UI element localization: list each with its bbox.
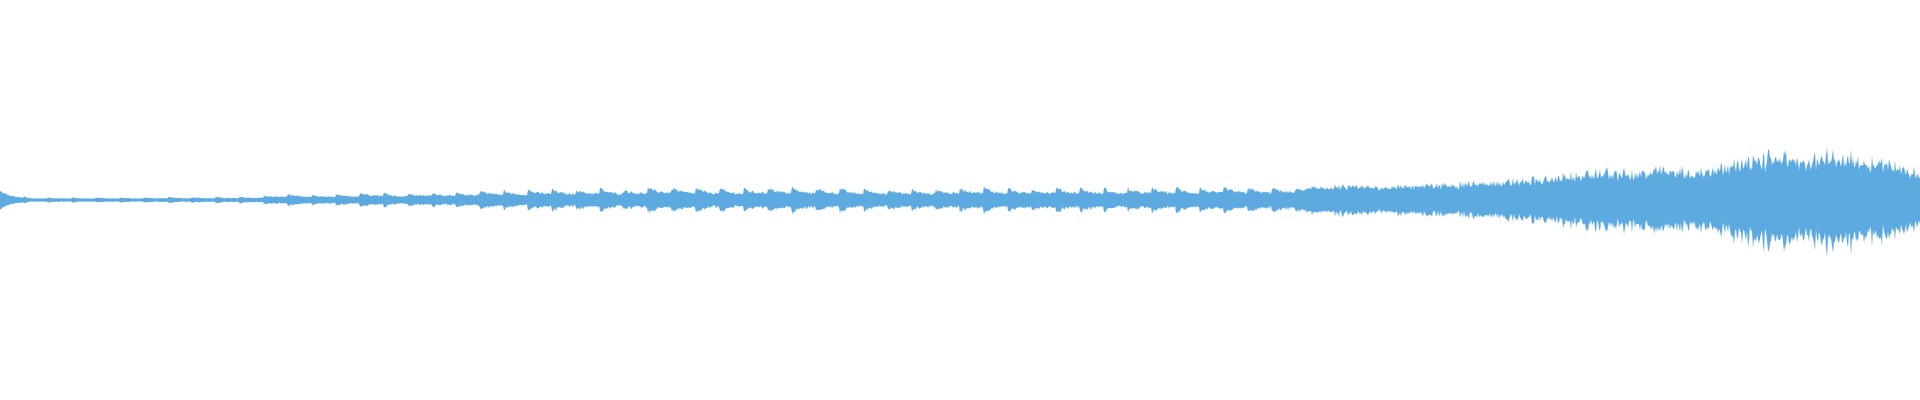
waveform-center-line xyxy=(0,199,1920,201)
waveform-bars xyxy=(0,147,1920,257)
waveform-shape xyxy=(0,147,1920,257)
